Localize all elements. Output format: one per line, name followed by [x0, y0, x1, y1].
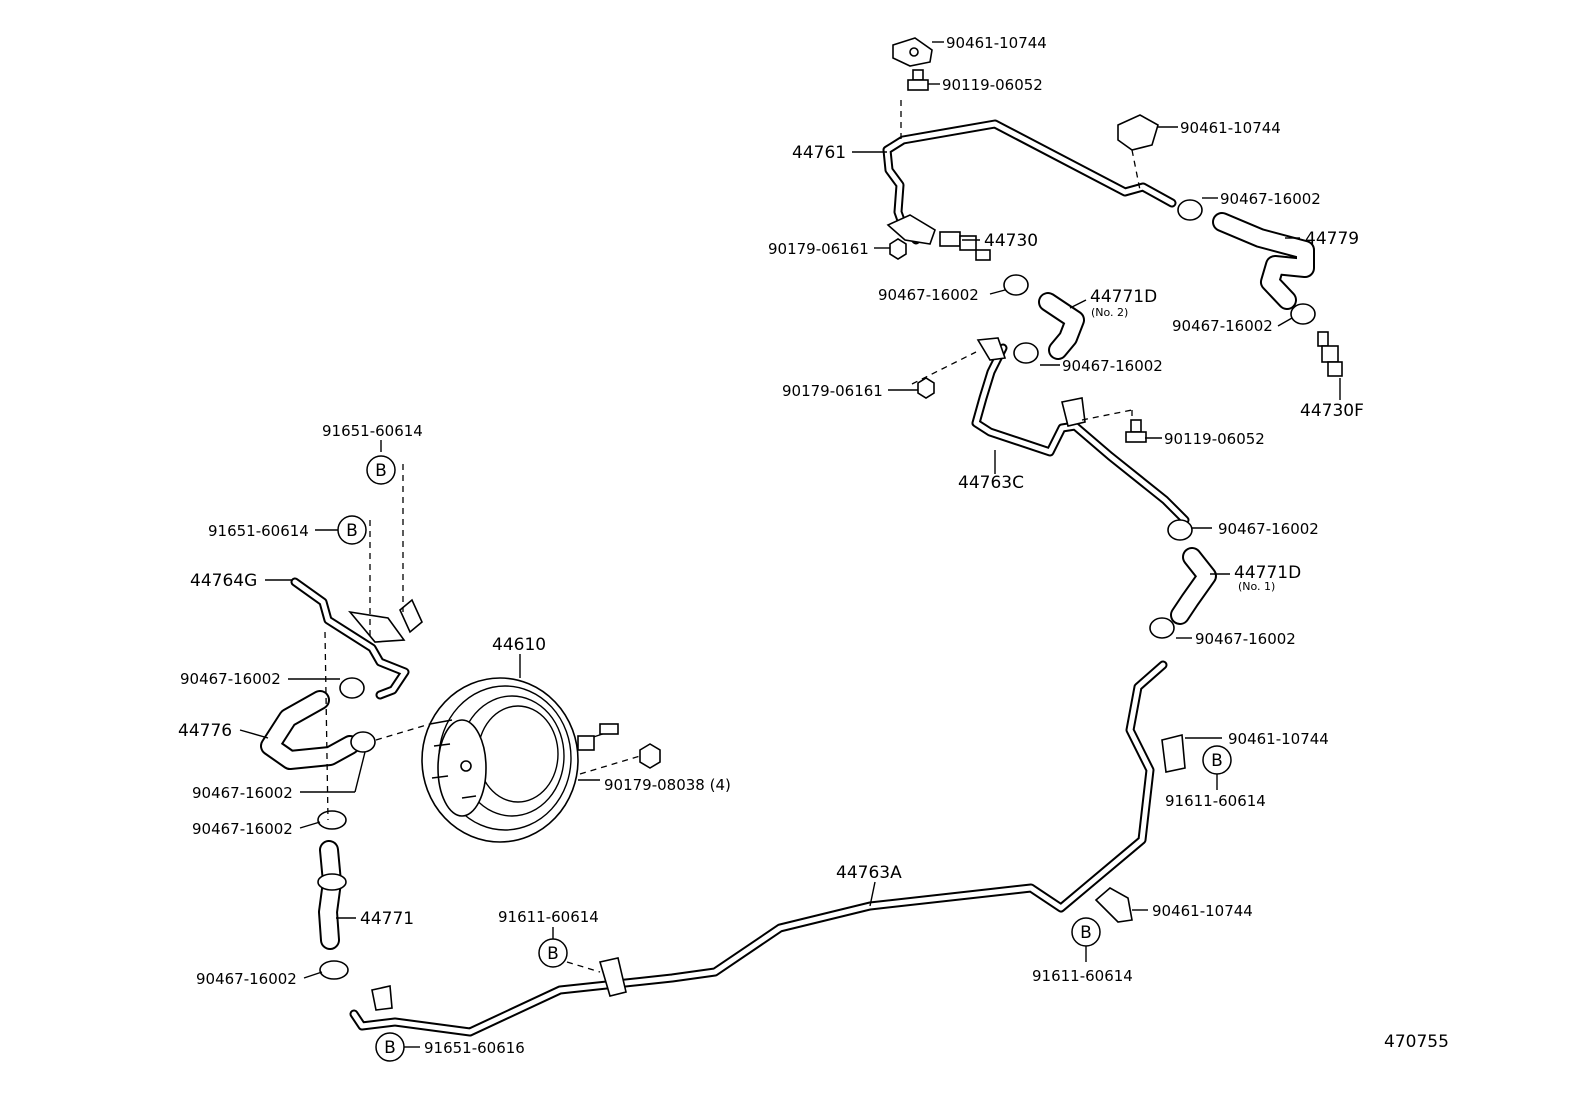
- label-bolt-top: 90119-06052: [942, 76, 1043, 94]
- bracket-44763a-mid: [598, 957, 627, 997]
- label-bracket-top: 90461-10744: [946, 34, 1047, 52]
- label-b-right-mid: 91611-60614: [1165, 792, 1266, 810]
- bolt-mid: [1125, 419, 1147, 443]
- label-44771: 44771: [360, 909, 414, 929]
- nut-booster: [639, 743, 661, 769]
- label-clip-left-4: 90467-16002: [196, 970, 297, 988]
- nut-mid: [917, 377, 935, 399]
- b-letter: B: [346, 521, 358, 541]
- b-letter: B: [1080, 923, 1092, 943]
- label-44771d-no2: 44771D: [1090, 287, 1157, 307]
- hose-44771d-no1: [1170, 547, 1217, 625]
- brake-booster-44610: [421, 677, 619, 843]
- hose-44771d-no2: [1038, 292, 1085, 360]
- label-bracket-right-top: 90461-10744: [1180, 119, 1281, 137]
- label-44771d-no2-sub: (No. 2): [1091, 306, 1128, 319]
- label-44779: 44779: [1305, 229, 1359, 249]
- bracket-right-mid: [1161, 733, 1186, 773]
- pipe-44763c: [971, 343, 1190, 525]
- label-bracket-right-mid: 90461-10744: [1228, 730, 1329, 748]
- b-symbol-right-mid: B: [1202, 745, 1232, 775]
- hose-44776: [260, 690, 360, 770]
- bracket-no2: [976, 337, 1007, 361]
- pipe-44761: [882, 119, 1177, 245]
- hose-44779: [1212, 212, 1315, 310]
- label-44610: 44610: [492, 635, 546, 655]
- label-44761: 44761: [792, 143, 846, 163]
- label-44763a: 44763A: [836, 863, 902, 883]
- label-b-left-second: 91651-60614: [208, 522, 309, 540]
- label-44763c: 44763C: [958, 473, 1024, 493]
- label-nut-booster: 90179-08038 (4): [604, 776, 731, 794]
- label-44730: 44730: [984, 231, 1038, 251]
- pipe-44763a: [349, 660, 1168, 1037]
- b-letter: B: [375, 461, 387, 481]
- label-clip-left-3: 90467-16002: [192, 820, 293, 838]
- bracket-right-low: [1094, 887, 1133, 923]
- bracket-44764g: [348, 598, 423, 643]
- diagram-id: 470755: [1384, 1032, 1449, 1052]
- bracket-right-top: [1117, 114, 1159, 151]
- label-b-bottom-left: 91651-60616: [424, 1039, 525, 1057]
- b-symbol-bottom-left: B: [375, 1032, 405, 1062]
- nut-44730: [889, 238, 907, 260]
- bracket-44763a-left: [371, 985, 393, 1011]
- b-symbol-bottom-mid: B: [538, 938, 568, 968]
- bracket-top: [892, 37, 933, 67]
- label-44771d-no1-sub: (No. 1): [1238, 580, 1275, 593]
- pipe-44764g: [290, 577, 410, 700]
- label-clip-no2-bottom: 90467-16002: [1062, 357, 1163, 375]
- label-44730f: 44730F: [1300, 401, 1364, 421]
- b-symbol-right-low: B: [1071, 917, 1101, 947]
- label-clip-no1-bottom: 90467-16002: [1195, 630, 1296, 648]
- leader-lines: [239, 41, 1341, 1048]
- bracket-44761-lower: [886, 214, 936, 245]
- assembly-dashes: [324, 100, 1141, 973]
- label-b-bottom-mid: 91611-60614: [498, 908, 599, 926]
- label-nut-mid: 90179-06161: [782, 382, 883, 400]
- b-letter: B: [1211, 751, 1223, 771]
- bolt-top: [907, 69, 929, 91]
- label-clip-no2-top: 90467-16002: [878, 286, 979, 304]
- label-44764g: 44764G: [190, 571, 257, 591]
- label-44776: 44776: [178, 721, 232, 741]
- b-symbol-left-second: B: [337, 515, 367, 545]
- label-clip-44779-top: 90467-16002: [1220, 190, 1321, 208]
- valve-44730f: [1317, 331, 1343, 377]
- label-b-right-low: 91611-60614: [1032, 967, 1133, 985]
- b-letter: B: [547, 944, 559, 964]
- label-nut-44730: 90179-06161: [768, 240, 869, 258]
- bracket-44763c: [1061, 397, 1086, 427]
- label-bracket-right-low: 90461-10744: [1152, 902, 1253, 920]
- label-clip-no1-top: 90467-16002: [1218, 520, 1319, 538]
- valve-44730: [939, 231, 991, 261]
- b-letter: B: [384, 1038, 396, 1058]
- label-clip-44779-bottom: 90467-16002: [1172, 317, 1273, 335]
- label-b-left-top: 91651-60614: [322, 422, 423, 440]
- clips: [317, 199, 1316, 980]
- label-clip-left-2: 90467-16002: [192, 784, 293, 802]
- b-symbol-left-top: B: [366, 455, 396, 485]
- label-44771d-no1: 44771D: [1234, 563, 1301, 583]
- label-clip-left-1: 90467-16002: [180, 670, 281, 688]
- label-bolt-mid: 90119-06052: [1164, 430, 1265, 448]
- hose-44771: [317, 840, 347, 950]
